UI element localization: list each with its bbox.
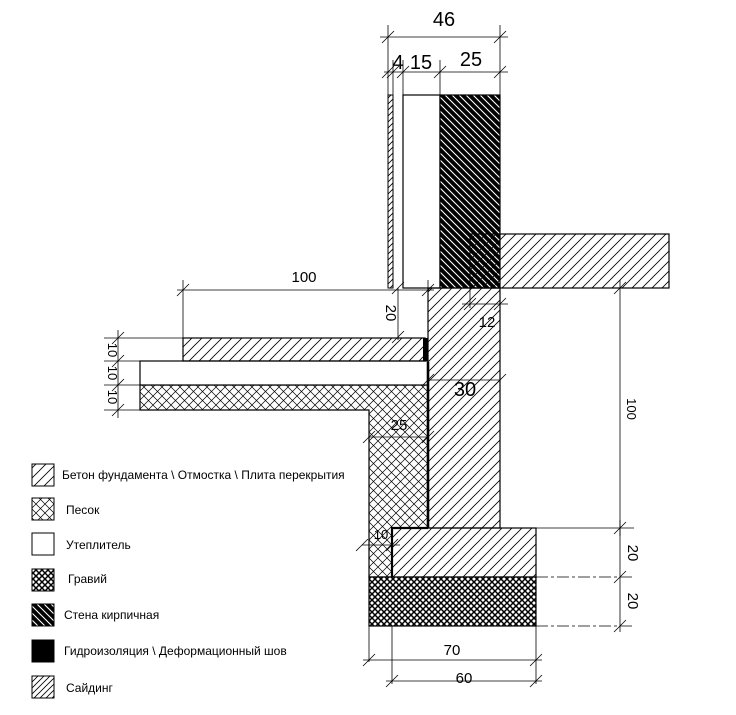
gravel-bed [368, 576, 537, 627]
legend-label-waterproofing: Гидроизоляция \ Деформационный шов [64, 644, 287, 658]
dim-layer-3-label: 10 [105, 390, 120, 404]
floor-slab [469, 233, 670, 289]
brick-swatch [31, 603, 55, 627]
blind-area-insulation [139, 360, 429, 386]
dim-sand-25-label: 25 [391, 417, 408, 434]
dim-footing-gravel-heights: 20 20 [536, 520, 641, 633]
waterproofing-swatch [31, 639, 55, 663]
legend-item-insulation: Утеплитель [31, 532, 131, 556]
dim-wall-layers: 4 15 25 [381, 49, 508, 95]
gravel-swatch [31, 568, 55, 592]
dim-footing-20-label: 20 [624, 545, 641, 562]
deformation-joint [423, 338, 428, 361]
dim-total-wall: 46 [380, 9, 508, 95]
legend-label-siding: Сайдинг [66, 681, 114, 695]
dim-height-100: 100 [613, 280, 669, 536]
siding-swatch [31, 675, 55, 699]
dim-layer-1-label: 10 [105, 343, 120, 357]
dim-height-100-label: 100 [624, 398, 639, 420]
legend-item-brick: Стена кирпичная [31, 603, 159, 627]
dim-plinth-30-label: 30 [454, 379, 476, 401]
dim-slab-12-label: 12 [479, 314, 496, 331]
insulation-swatch [31, 532, 55, 556]
dim-blind-area-layers: 10 10 10 [104, 330, 183, 418]
legend-item-siding: Сайдинг [31, 675, 114, 699]
dim-offset-20-label: 20 [382, 305, 399, 322]
dim-plinth-30: 30 [421, 373, 507, 401]
dim-blind-area-width-label: 100 [291, 269, 316, 286]
legend-label-sand: Песок [66, 503, 100, 517]
footing-waterproofing [390, 526, 428, 577]
dim-width-70-label: 70 [444, 642, 461, 659]
dim-total-wall-label: 46 [433, 9, 455, 31]
siding-layer [387, 94, 394, 289]
legend: Бетон фундамента \ Отмостка \ Плита пере… [31, 463, 345, 699]
foundation-wall [427, 287, 501, 529]
legend-label-brick: Стена кирпичная [64, 608, 159, 622]
dim-siding-label: 4 [392, 52, 403, 74]
dim-step-10: 10 [355, 527, 400, 552]
dim-slab-12: 12 [462, 288, 508, 331]
foundation-footing [391, 527, 537, 578]
dim-width-60-label: 60 [456, 670, 473, 687]
dim-brick-label: 25 [460, 49, 482, 71]
dim-insulation-label: 15 [410, 52, 432, 74]
dim-gravel-20-label: 20 [624, 593, 641, 610]
wall-insulation [402, 94, 441, 289]
concrete-swatch [31, 463, 55, 487]
legend-item-sand: Песок [31, 497, 100, 521]
sand-swatch [31, 497, 55, 521]
blind-area-concrete [182, 337, 426, 362]
legend-label-gravel: Гравий [68, 572, 107, 586]
dim-offset-20: 20 [382, 281, 405, 344]
dim-layer-2-label: 10 [105, 366, 120, 380]
dim-blind-area-width: 100 [176, 269, 435, 338]
legend-label-concrete: Бетон фундамента \ Отмостка \ Плита пере… [62, 468, 345, 482]
legend-label-insulation: Утеплитель [66, 538, 131, 552]
dim-bottom-widths: 70 60 [362, 626, 543, 688]
legend-item-waterproofing: Гидроизоляция \ Деформационный шов [31, 639, 287, 663]
dim-sand-25: 25 [362, 417, 435, 444]
legend-item-gravel: Гравий [31, 568, 107, 592]
dim-step-10-label: 10 [374, 527, 388, 542]
legend-item-concrete: Бетон фундамента \ Отмостка \ Плита пере… [31, 463, 345, 487]
